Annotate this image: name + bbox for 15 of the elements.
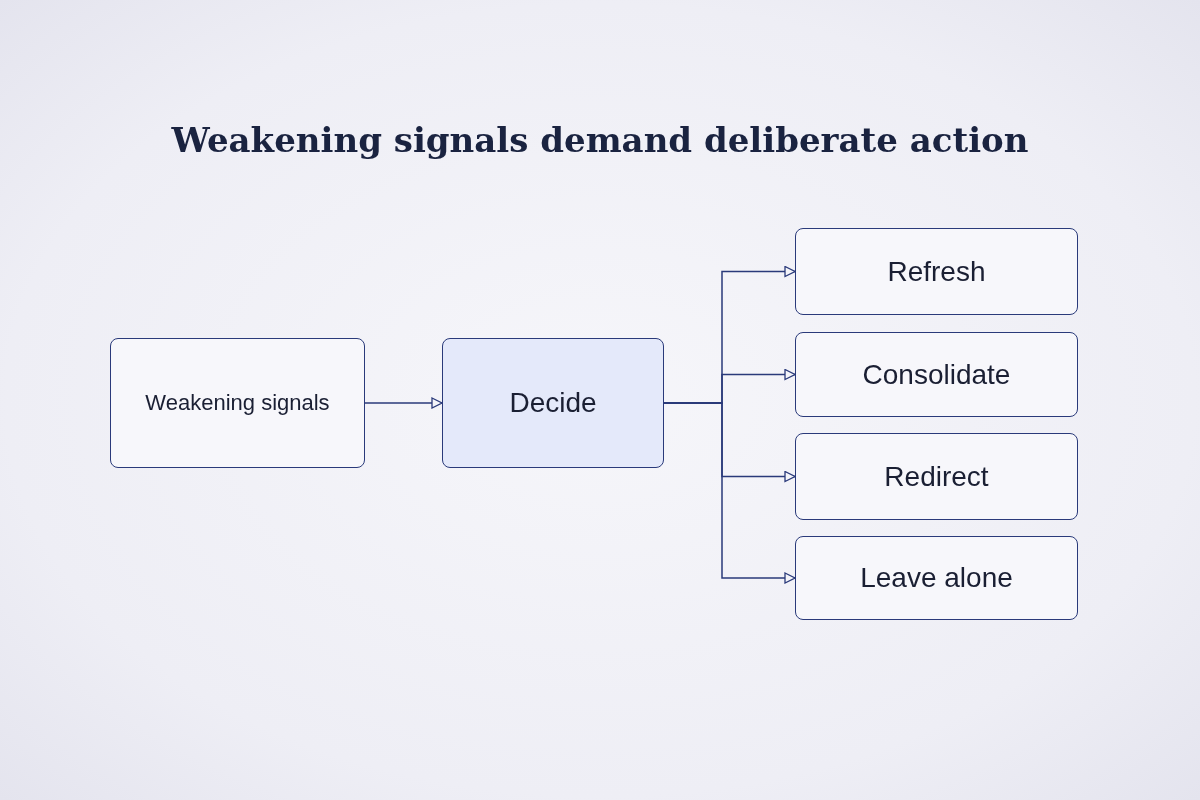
box-label: Weakening signals (145, 390, 330, 416)
box-label: Redirect (884, 460, 989, 493)
process-box (795, 536, 1078, 620)
arrow (364, 397, 443, 409)
process-box (795, 228, 1078, 315)
process-box (795, 332, 1078, 417)
box-label: Decide (509, 387, 597, 419)
title: Weakening signals demand deliberate action (171, 120, 1029, 160)
process-box (795, 433, 1078, 520)
arrow (663, 402, 796, 584)
box-label: Refresh (887, 255, 986, 288)
decision-box (442, 338, 664, 468)
box-label: Consolidate (862, 358, 1011, 391)
process-box (110, 338, 365, 468)
box-label: Leave alone (860, 562, 1013, 594)
